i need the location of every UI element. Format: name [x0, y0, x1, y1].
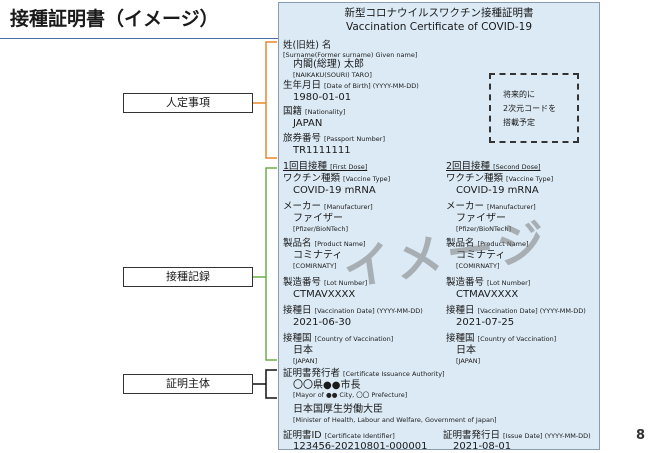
certificate-title-ja: 新型コロナウイルスワクチン接種証明書 — [344, 7, 534, 19]
dose-1-product-value: コミナティ — [293, 250, 343, 261]
dose-1-manufacturer-value: ファイザー — [293, 213, 343, 224]
name-label: 姓(旧姓) 名 — [283, 40, 332, 51]
issue-date-value: 2021-08-01 — [453, 441, 512, 452]
passport-value: TR1111111 — [293, 145, 351, 156]
cert-id-label: 証明書ID [Certificate Identifier] — [283, 430, 395, 441]
dose-2-vaccine-type-label: ワクチン種類 [Vaccine Type] — [446, 173, 554, 184]
dose-1-country-value: 日本 — [293, 345, 313, 356]
dose-1-date-label: 接種日 [Vaccination Date] (YYYY-MM-DD) — [283, 305, 423, 316]
dose-2-lot-label: 製造番号 [Lot Number] — [446, 277, 531, 288]
dose-1-header: 1回目接種 [First Dose] — [283, 161, 368, 172]
certificate-card: 新型コロナウイルスワクチン接種証明書 Vaccination Certifica… — [278, 2, 600, 450]
nationality-value: JAPAN — [293, 118, 323, 129]
ministry-value-en: [Minister of Health, Labour and Welfare,… — [293, 416, 497, 424]
dose-2-date-label: 接種日 [Vaccination Date] (YYYY-MM-DD) — [446, 305, 586, 316]
dose-1-product-label: 製品名 [Product Name] — [283, 238, 366, 249]
dose-2-manufacturer-value-en: [Pfizer/BioNTech] — [456, 225, 512, 233]
dose-1-lot-label: 製造番号 [Lot Number] — [283, 277, 368, 288]
dose-2-product-value: コミナティ — [456, 250, 506, 261]
certificate-title-en: Vaccination Certificate of COVID-19 — [345, 21, 533, 33]
passport-label: 旅券番号 [Passport Number] — [283, 133, 386, 144]
name-value-en: [NAIKAKU(SOURI) TARO] — [293, 71, 372, 79]
dob-label: 生年月日 [Date of Birth] (YYYY-MM-DD) — [283, 80, 419, 91]
dob-value: 1980-01-01 — [293, 92, 352, 103]
category-issuer-box: 証明主体 — [123, 374, 253, 394]
dose-2-date-value: 2021-07-25 — [456, 317, 515, 328]
dose-1-vaccine-type-value: COVID-19 mRNA — [293, 185, 376, 196]
category-vaccination-box: 接種記録 — [123, 267, 253, 287]
personal-bracket — [253, 41, 277, 159]
dose-2-lot-value: CTMAVXXXX — [456, 289, 519, 300]
issuer-value: 〇〇県●●市長 — [293, 380, 361, 391]
name-value: 内閣(総理) 太郎 — [293, 59, 364, 70]
dose-2-product-value-en: [COMIRNATY] — [456, 262, 500, 270]
nationality-label: 国籍 [Nationality] — [283, 106, 346, 117]
dose-1-lot-value: CTMAVXXXX — [293, 289, 356, 300]
name-label-en: [Surname(Former surname) Given name] — [283, 51, 418, 59]
dose-1-country-label: 接種国 [Country of Vaccination] — [283, 333, 394, 344]
ministry-value: 日本国厚生労働大臣 — [293, 404, 383, 415]
dose-1-manufacturer-value-en: [Pfizer/BioNTech] — [293, 225, 349, 233]
vaccination-bracket — [253, 167, 277, 361]
cert-id-value: 123456-20210801-000001 — [293, 441, 428, 452]
dose-2-product-label: 製品名 [Product Name] — [446, 238, 529, 249]
page-number: 8 — [636, 428, 646, 443]
qr-code-placeholder: 将来的に 2次元コードを 搭載予定 — [489, 73, 579, 143]
dose-1-vaccine-type-label: ワクチン種類 [Vaccine Type] — [283, 173, 391, 184]
dose-2-vaccine-type-value: COVID-19 mRNA — [456, 185, 539, 196]
dose-2-country-value: 日本 — [456, 345, 476, 356]
qr-note-line-1: 将来的に — [503, 90, 535, 99]
dose-1-manufacturer-label: メーカー [Manufacturer] — [283, 201, 373, 212]
qr-note-line-3: 搭載予定 — [503, 118, 535, 127]
page-title: 接種証明書（イメージ） — [10, 8, 219, 30]
dose-2-manufacturer-value: ファイザー — [456, 213, 506, 224]
issue-date-label: 証明書発行日 [Issue Date] (YYYY-MM-DD) — [443, 430, 591, 441]
dose-1-country-value-en: [JAPAN] — [293, 357, 318, 365]
dose-1-product-value-en: [COMIRNATY] — [293, 262, 337, 270]
issuer-label: 証明書発行者 [Certificate Issuance Authority] — [283, 368, 445, 379]
issuer-value-en: [Mayor of ●● City, 〇〇 Prefecture] — [293, 391, 408, 399]
category-personal-box: 人定事項 — [123, 93, 253, 113]
issuer-bracket — [253, 369, 277, 399]
title-divider — [0, 38, 280, 39]
qr-note-line-2: 2次元コードを — [503, 104, 557, 113]
dose-2-manufacturer-label: メーカー [Manufacturer] — [446, 201, 536, 212]
dose-2-country-label: 接種国 [Country of Vaccination] — [446, 333, 557, 344]
dose-1-date-value: 2021-06-30 — [293, 317, 352, 328]
dose-2-country-value-en: [JAPAN] — [456, 357, 481, 365]
dose-2-header: 2回目接種 [Second Dose] — [446, 161, 541, 172]
